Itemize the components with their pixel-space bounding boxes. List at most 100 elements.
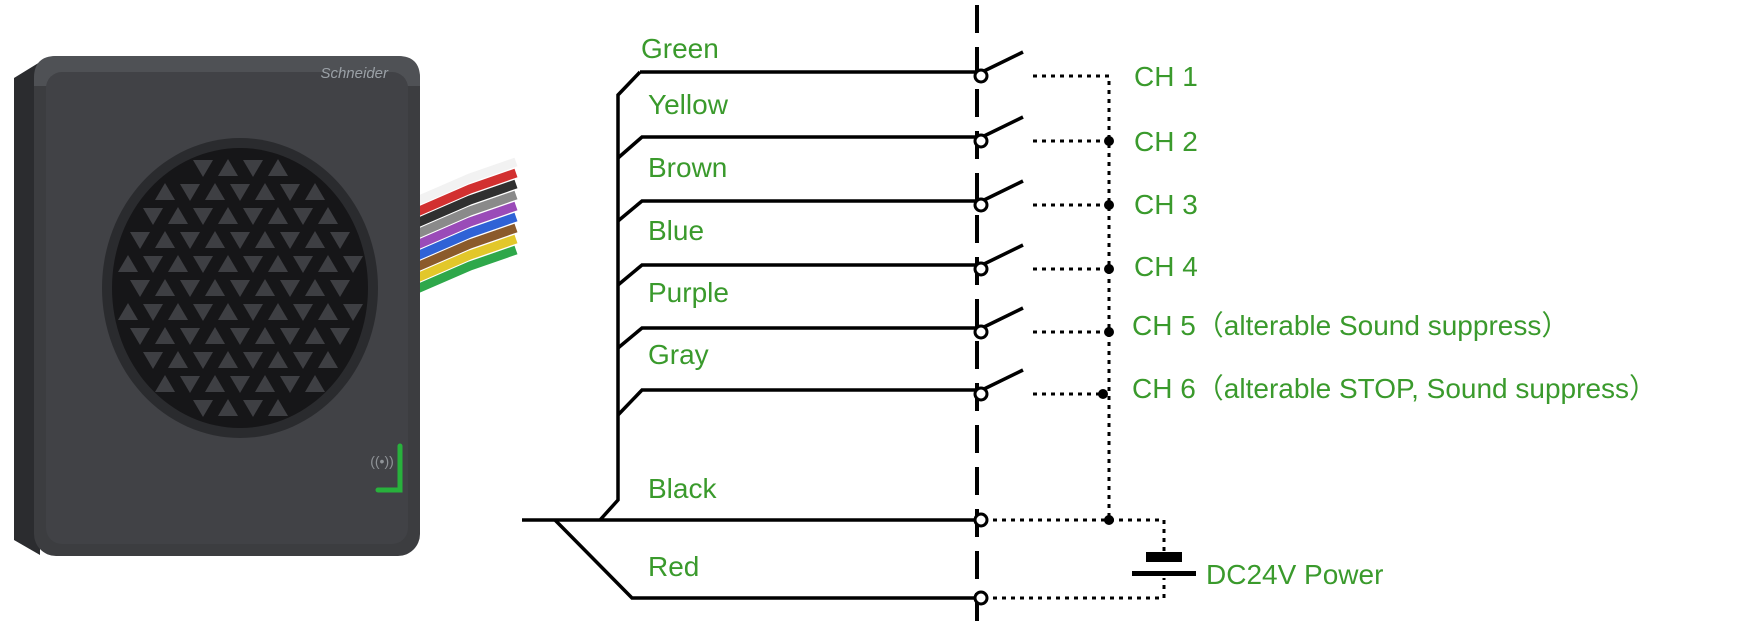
grille-hole <box>193 208 213 225</box>
grille-hole <box>155 327 175 344</box>
grille-hole <box>193 400 213 417</box>
grille-hole <box>343 256 363 273</box>
wire-label-purple: Purple <box>648 277 729 308</box>
switch-ch6 <box>981 368 1024 392</box>
grille-hole <box>205 183 225 200</box>
switch-ch5 <box>981 306 1024 330</box>
grille-hole <box>305 375 325 392</box>
grille-hole <box>243 160 263 177</box>
wire-label-yellow: Yellow <box>648 89 729 120</box>
grille-hole <box>193 304 213 321</box>
terminal-ch2 <box>973 133 989 149</box>
grille-hole <box>180 280 200 297</box>
switch-ch1 <box>981 50 1024 74</box>
switch-ch3 <box>981 179 1024 203</box>
grille-hole <box>230 232 250 249</box>
wire-purple <box>616 326 977 350</box>
grille-hole <box>268 399 288 416</box>
grille-hole <box>180 232 200 249</box>
wire-labels: Green Yellow Brown Blue Purple Gray Blac… <box>641 33 729 582</box>
grille-hole <box>243 256 263 273</box>
grille-hole <box>330 328 350 345</box>
speaker-module-photo: Schneider ((•)) <box>14 56 518 556</box>
led-indicator-icon <box>375 443 403 493</box>
grille-hole <box>243 208 263 225</box>
grille-hole <box>168 207 188 224</box>
terminal-ch1 <box>973 68 989 84</box>
grille-hole <box>255 279 275 296</box>
grille-hole <box>280 376 300 393</box>
grille-hole <box>143 352 163 369</box>
grille-hole <box>280 184 300 201</box>
grille-hole <box>293 352 313 369</box>
terminal-ch3 <box>973 197 989 213</box>
terminal-ch6 <box>973 386 989 402</box>
wire-label-gray: Gray <box>648 339 709 370</box>
cable-strand <box>408 179 518 231</box>
cable-strand <box>408 245 518 297</box>
grille-hole <box>255 231 275 248</box>
grille-hole <box>268 303 288 320</box>
grille-hole <box>268 207 288 224</box>
grille-hole <box>180 376 200 393</box>
grille-hole <box>143 208 163 225</box>
grille-hole <box>255 375 275 392</box>
cable-strand <box>408 157 518 209</box>
channel-switches <box>981 50 1024 392</box>
wire-label-black: Black <box>648 473 717 504</box>
cable-strand <box>408 234 518 286</box>
common-trunk-wire <box>598 70 642 522</box>
grille-hole <box>205 327 225 344</box>
grille-hole <box>255 183 275 200</box>
wire-label-red: Red <box>648 551 699 582</box>
cable-strand <box>408 168 518 220</box>
grille-hole <box>130 328 150 345</box>
junction-dot <box>1104 515 1114 525</box>
grille-hole <box>293 256 313 273</box>
dotted-red-to-power <box>984 578 1166 600</box>
grille-hole <box>318 207 338 224</box>
grille-hole <box>268 159 288 176</box>
grille-hole <box>155 183 175 200</box>
grille-hole <box>193 160 213 177</box>
grille-hole <box>268 255 288 272</box>
grille-hole <box>255 327 275 344</box>
grille-hole <box>205 279 225 296</box>
wire-blue <box>616 263 977 287</box>
cable-strand <box>408 223 518 275</box>
terminal-red <box>973 590 989 606</box>
grille-hole <box>155 231 175 248</box>
grille-hole <box>280 280 300 297</box>
grille-hole <box>143 256 163 273</box>
grille-hole <box>205 375 225 392</box>
wire-label-brown: Brown <box>648 152 727 183</box>
grille-hole <box>230 328 250 345</box>
channel-label-ch2: CH 2 <box>1134 126 1198 157</box>
terminal-ch4 <box>973 261 989 277</box>
dotted-ch1 <box>1033 74 1111 520</box>
grille-hole <box>168 255 188 272</box>
housing-side <box>14 62 40 555</box>
junction-dot <box>1104 264 1114 274</box>
grille-hole <box>243 304 263 321</box>
wire-label-blue: Blue <box>648 215 704 246</box>
grille-hole <box>218 351 238 368</box>
grille-hole <box>305 327 325 344</box>
grille-hole <box>318 351 338 368</box>
cable-strand <box>408 190 518 242</box>
grille-hole <box>243 400 263 417</box>
grille-hole <box>243 352 263 369</box>
grille-hole <box>155 375 175 392</box>
grille-hole <box>305 183 325 200</box>
grille-hole <box>168 351 188 368</box>
grille-hole <box>143 304 163 321</box>
grille-hole <box>280 328 300 345</box>
grille-hole <box>305 231 325 248</box>
junction-dot <box>1104 136 1114 146</box>
brand-logo: Schneider <box>320 65 389 82</box>
dotted-black-to-power <box>984 518 1166 552</box>
grille-hole <box>218 399 238 416</box>
grille-hole <box>218 255 238 272</box>
junction-dot <box>1104 327 1114 337</box>
grille-hole <box>205 231 225 248</box>
